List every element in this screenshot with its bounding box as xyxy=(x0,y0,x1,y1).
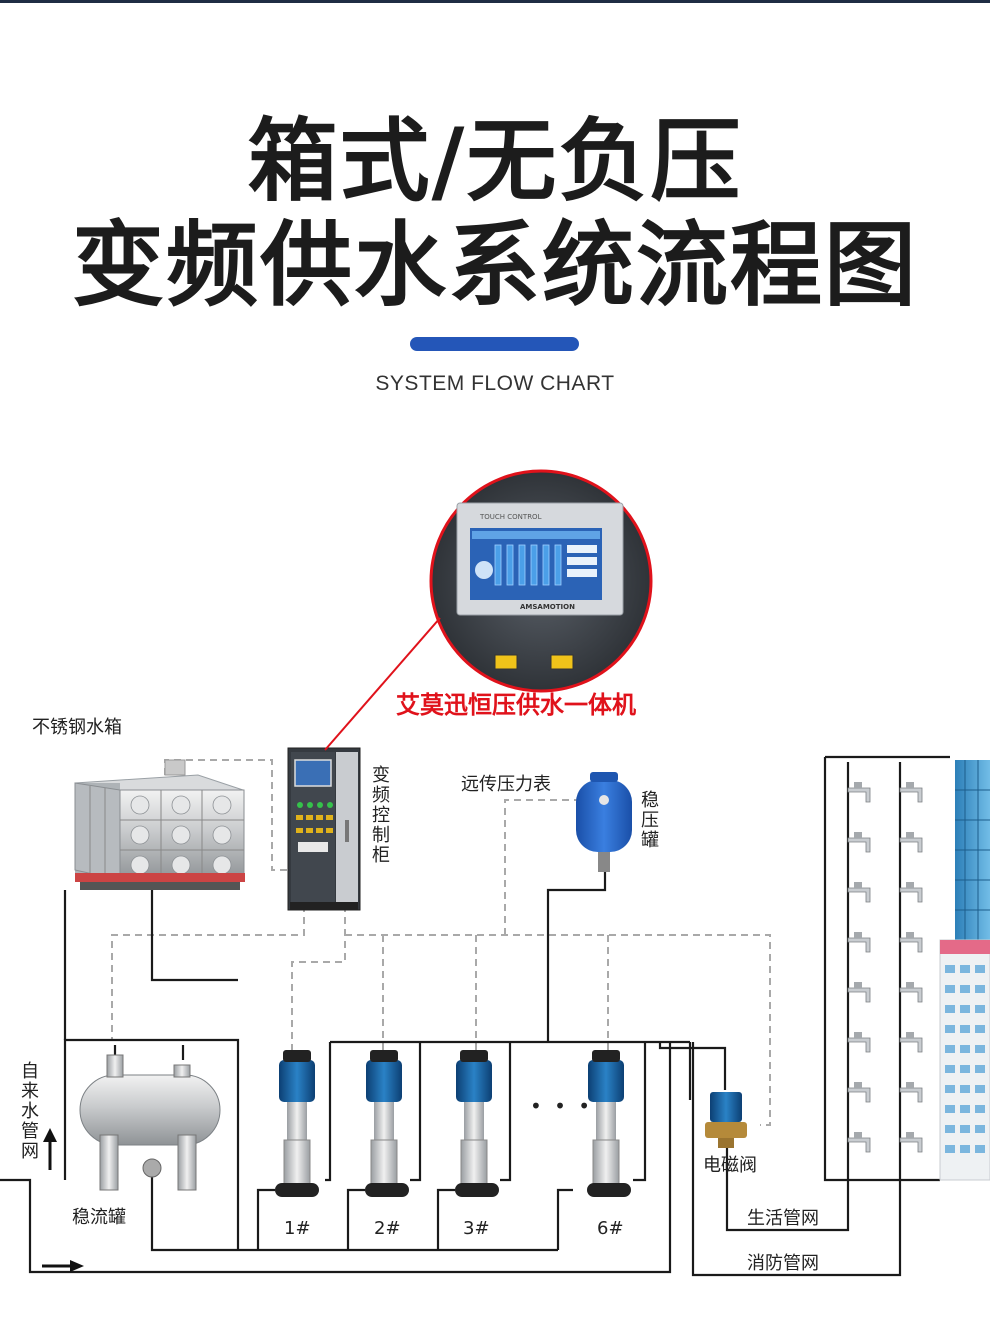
faucet-icon xyxy=(847,937,871,953)
faucet-icon xyxy=(899,887,923,903)
pump-1 xyxy=(275,1050,319,1197)
faucet-handle-icon xyxy=(906,1032,914,1038)
signal-lines xyxy=(111,759,771,1126)
pump-label-3: 3# xyxy=(463,1218,490,1239)
solenoid-valve-label: 电磁阀 xyxy=(703,1155,757,1176)
pump-label-6: 6# xyxy=(597,1218,624,1239)
product-name-label: 艾莫迅恒压供水一体机 xyxy=(396,691,636,719)
faucet-icon xyxy=(847,987,871,1003)
page-title-line2: 变频供水系统流程图 xyxy=(71,212,918,319)
control-cabinet-label: 变频控制柜 xyxy=(372,765,390,866)
faucet-handle-icon xyxy=(854,1132,862,1138)
faucet-handle-icon xyxy=(906,832,914,838)
faucet-icon xyxy=(899,1137,923,1153)
faucet-handle-icon xyxy=(906,982,914,988)
water-tank-graphic xyxy=(74,759,245,890)
pump-3 xyxy=(455,1050,499,1197)
faucet-handle-icon xyxy=(906,782,914,788)
remote-gauge-label: 远传压力表 xyxy=(461,774,551,795)
solenoid-valve-graphic xyxy=(705,1092,747,1148)
control-cabinet-graphic xyxy=(287,747,361,911)
faucet-handle-icon xyxy=(854,982,862,988)
faucet-icon xyxy=(847,1087,871,1103)
faucet-icon xyxy=(899,787,923,803)
faucet-icon xyxy=(847,837,871,853)
faucet-icon xyxy=(899,987,923,1003)
faucet-icon xyxy=(899,1037,923,1053)
panel-brand: AMSAMOTION xyxy=(520,603,575,611)
ellipsis-label: • • • xyxy=(530,1094,594,1118)
pump-label-1: 1# xyxy=(284,1218,311,1239)
faucet-handle-icon xyxy=(854,832,862,838)
water-tank-label: 不锈钢水箱 xyxy=(32,717,122,738)
faucet-handle-icon xyxy=(906,882,914,888)
fire-network-label: 消防管网 xyxy=(747,1253,819,1274)
faucet-handle-icon xyxy=(906,932,914,938)
panel-screen-title: TOUCH CONTROL xyxy=(479,513,542,521)
pump-2 xyxy=(365,1050,409,1197)
top-bar xyxy=(0,0,990,3)
faucet-handle-icon xyxy=(854,932,862,938)
faucet-icon xyxy=(899,937,923,953)
faucet-handle-icon xyxy=(906,1082,914,1088)
faucet-icon xyxy=(899,1087,923,1103)
faucet-handle-icon xyxy=(906,1132,914,1138)
pump-label-2: 2# xyxy=(374,1218,401,1239)
page-subtitle: SYSTEM FLOW CHART xyxy=(375,372,615,395)
domestic-network-label: 生活管网 xyxy=(747,1208,819,1229)
faucet-icon xyxy=(847,787,871,803)
faucet-handle-icon xyxy=(854,782,862,788)
faucet-handle-icon xyxy=(854,882,862,888)
buffer-tank-label: 稳流罐 xyxy=(72,1207,126,1228)
page-title-line1: 箱式/无负压 xyxy=(247,109,743,214)
buildings-graphic xyxy=(939,760,990,1181)
faucets xyxy=(847,782,923,1153)
touch-panel-callout xyxy=(324,469,653,751)
pump-6 xyxy=(587,1050,631,1197)
faucet-icon xyxy=(899,837,923,853)
faucet-icon xyxy=(847,1037,871,1053)
faucet-handle-icon xyxy=(854,1032,862,1038)
pipe-lines xyxy=(0,755,950,1277)
inlet-arrows xyxy=(42,1128,84,1272)
faucet-handle-icon xyxy=(854,1082,862,1088)
pressure-tank-graphic xyxy=(576,772,632,872)
inlet-label: 自来水管网 xyxy=(21,1061,39,1162)
accent-bar xyxy=(410,337,579,351)
faucet-icon xyxy=(847,887,871,903)
buffer-tank-graphic xyxy=(79,1054,221,1191)
faucet-icon xyxy=(847,1137,871,1153)
pressure-tank-label: 稳压罐 xyxy=(641,790,659,851)
